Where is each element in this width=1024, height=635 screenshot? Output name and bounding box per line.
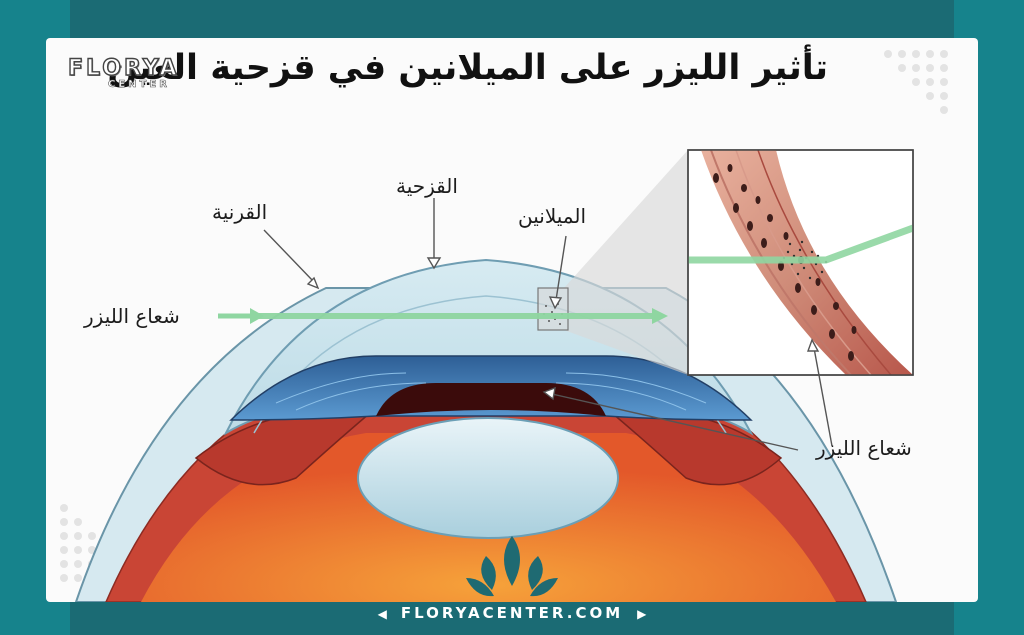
logo-brand: FLORYA	[67, 55, 180, 81]
logo-sub: CENTER	[108, 79, 170, 91]
label-melanin: الميلانين	[518, 204, 587, 228]
pointer-arrows	[263, 198, 833, 451]
footer-arrow-right: ▶	[637, 607, 647, 621]
lens	[357, 417, 619, 539]
zoom-panel	[687, 149, 914, 376]
label-cornea: القرنية	[212, 200, 268, 224]
label-laser-beam-left: شعاع الليزر	[84, 304, 180, 328]
footer-url: ◀ FLORYACENTER.COM ▶	[0, 604, 1024, 622]
label-iris: القزحية	[396, 174, 458, 198]
infographic-card: تأثير الليزر على الميلانين في قزحية العي…	[46, 38, 978, 602]
melanin-highlight-box	[537, 287, 569, 331]
label-laser-beam-right: شعاع الليزر	[816, 436, 912, 460]
florya-logo: FLORYA CENTER	[67, 55, 188, 104]
footer-url-text: FLORYACENTER.COM	[400, 604, 624, 622]
laser-beam	[218, 308, 668, 324]
dot-pattern-decoration	[60, 50, 948, 582]
iris	[229, 355, 753, 421]
eye-diagram	[60, 50, 948, 602]
page-title: تأثير الليزر على الميلانين في قزحية العي…	[107, 48, 828, 88]
florya-plant-icon	[466, 536, 558, 597]
zoom-laser-beam	[688, 224, 913, 264]
footer-arrow-left: ◀	[377, 607, 387, 621]
